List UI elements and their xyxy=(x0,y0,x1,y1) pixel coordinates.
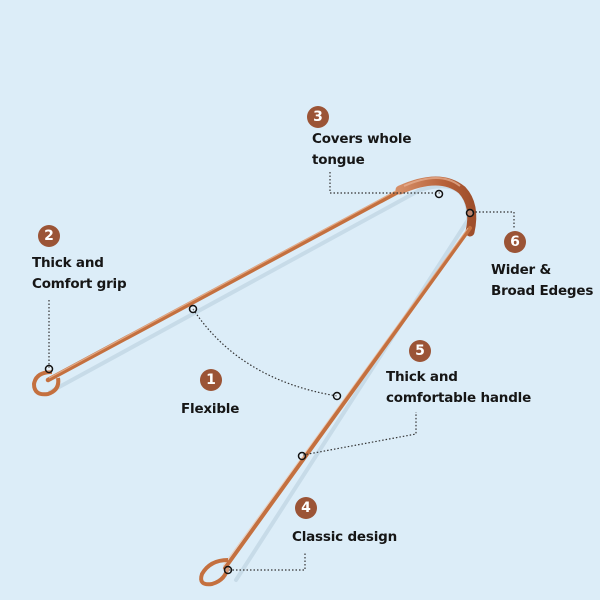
feature-1-label: Flexible xyxy=(181,399,239,420)
feature-4-label: Classic design xyxy=(292,527,397,548)
callout-dots xyxy=(44,189,475,575)
callout-lines xyxy=(48,172,515,571)
feature-5-line2: comfortable handle xyxy=(386,390,532,406)
feature-2-line1: Thick and xyxy=(32,255,104,271)
feature-6-line1: Wider & xyxy=(491,262,552,278)
badge-4: 4 xyxy=(295,497,317,519)
feature-2-line2: Comfort grip xyxy=(32,276,127,292)
badge-1: 1 xyxy=(200,369,222,391)
badge-6: 6 xyxy=(504,231,526,253)
feature-3-label: Covers whole tongue xyxy=(312,129,411,171)
feature-2-label: Thick and Comfort grip xyxy=(32,253,127,295)
feature-3-line2: tongue xyxy=(312,152,365,168)
feature-3-line1: Covers whole xyxy=(312,131,412,147)
feature-5-label: Thick and comfortable handle xyxy=(386,367,531,409)
feature-6-label: Wider & Broad Edeges xyxy=(491,260,593,302)
badge-5: 5 xyxy=(409,340,431,362)
badge-3: 3 xyxy=(307,106,329,128)
feature-1-line1: Flexible xyxy=(181,401,240,417)
feature-5-line1: Thick and xyxy=(386,369,458,385)
feature-4-line1: Classic design xyxy=(292,529,398,545)
badge-2: 2 xyxy=(38,225,60,247)
feature-6-line2: Broad Edeges xyxy=(491,283,594,299)
